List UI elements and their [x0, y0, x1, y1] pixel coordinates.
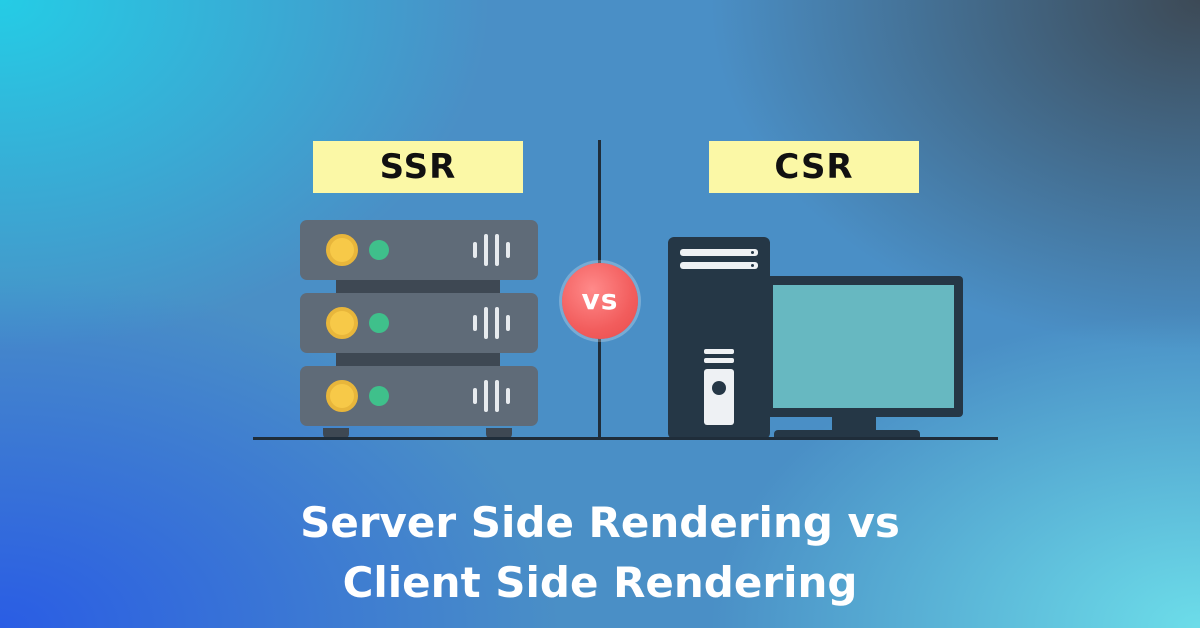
vent-line — [495, 234, 499, 266]
monitor-screen — [773, 285, 954, 408]
vent-line — [506, 315, 510, 331]
status-light-yellow — [326, 307, 358, 339]
server-connector — [336, 280, 500, 294]
status-light-green — [369, 313, 389, 333]
vent-line — [506, 388, 510, 404]
server-unit — [300, 293, 538, 353]
drive-light — [751, 251, 754, 254]
vent-line — [473, 242, 477, 258]
monitor — [764, 276, 963, 417]
title-line-1: Server Side Rendering vs — [300, 498, 900, 547]
status-light-yellow — [326, 234, 358, 266]
tower-slot — [704, 358, 734, 363]
vent-line — [506, 242, 510, 258]
server-foot — [486, 428, 512, 439]
server-unit — [300, 220, 538, 280]
ssr-label: SSR — [313, 141, 523, 193]
csr-label: CSR — [709, 141, 919, 193]
vent-line — [484, 380, 488, 412]
vent-line — [495, 307, 499, 339]
tower-slot — [704, 349, 734, 354]
vs-badge: vs — [562, 263, 638, 339]
vent-line — [495, 380, 499, 412]
monitor-stand-base — [774, 430, 920, 439]
status-light-green — [369, 386, 389, 406]
drive-light — [751, 264, 754, 267]
power-button-icon — [712, 381, 726, 395]
server-unit — [300, 366, 538, 426]
server-connector — [336, 353, 500, 367]
status-light-green — [369, 240, 389, 260]
ground-line — [253, 437, 998, 440]
monitor-stand — [832, 416, 876, 432]
status-light-yellow — [326, 380, 358, 412]
vent-line — [473, 315, 477, 331]
drive-bay — [680, 262, 758, 269]
title-line-2: Client Side Rendering — [342, 558, 858, 607]
server-foot — [323, 428, 349, 439]
vent-line — [484, 234, 488, 266]
drive-bay — [680, 249, 758, 256]
computer-tower — [668, 237, 770, 439]
tower-front-panel — [704, 369, 734, 425]
vent-line — [484, 307, 488, 339]
vent-line — [473, 388, 477, 404]
